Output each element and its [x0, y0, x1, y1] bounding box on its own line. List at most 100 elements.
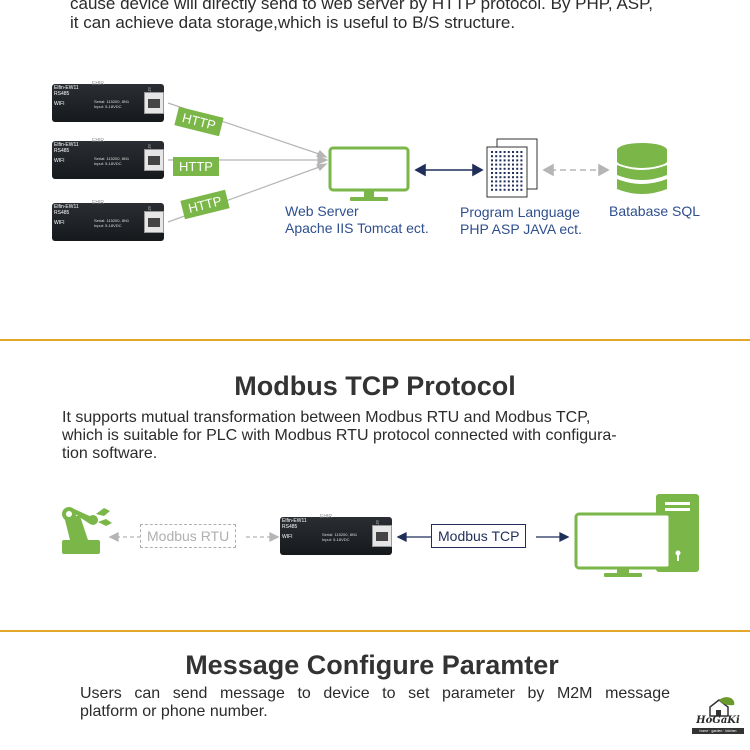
document-dot — [512, 172, 514, 174]
modbus-device: EHIR Elfin-EW11 RS485 WIFI Serial: 11520… — [280, 514, 392, 555]
document-dot — [507, 184, 510, 187]
robot-arm-icon — [62, 507, 112, 554]
modbus-title: Modbus TCP Protocol — [234, 371, 516, 401]
http-diagram — [167, 102, 668, 223]
document-icon — [486, 138, 538, 198]
document-dot — [499, 151, 502, 153]
document-dot — [516, 180, 519, 183]
document-dot — [520, 176, 523, 179]
section-divider-1 — [0, 339, 750, 341]
document-dot — [520, 180, 523, 183]
document-dot — [491, 163, 493, 166]
document-dot — [512, 159, 514, 162]
house-leaf-icon — [709, 697, 735, 717]
document-dot — [495, 188, 498, 191]
document-dot — [512, 180, 514, 183]
document-dot — [507, 172, 510, 174]
device-wifi-text: WIFI — [282, 534, 293, 540]
document-dot — [495, 172, 498, 174]
document-dot — [499, 188, 502, 191]
device-brand: EHIR — [92, 81, 104, 87]
document-dot — [495, 163, 498, 166]
document-dot — [503, 172, 506, 174]
ethernet-port-icon — [144, 92, 164, 114]
document-dot — [491, 180, 493, 183]
document-dot — [495, 176, 498, 179]
document-dot — [503, 184, 506, 187]
ethernet-port-icon — [144, 149, 164, 171]
server-program-arrow — [414, 163, 484, 177]
message-line-2: platform or phone number. — [80, 703, 268, 720]
http-arrow-1-head — [316, 150, 328, 158]
rtu-arrows — [108, 531, 280, 543]
document-dot — [499, 180, 502, 183]
device-wifi-text: WIFI — [54, 101, 65, 107]
modbus-line-3: tion software. — [62, 445, 158, 462]
document-dot — [491, 172, 493, 174]
device-brand: EHIR — [92, 200, 104, 206]
document-dot — [499, 167, 502, 170]
document-dot — [491, 184, 493, 187]
message-line-1: Users can send message to device to set … — [80, 685, 670, 702]
document-dot — [503, 176, 506, 179]
logo-brand: HoGaKi — [696, 715, 740, 726]
document-dot — [499, 172, 502, 174]
web-server-line-1: Web Server — [285, 203, 359, 219]
document-dot — [491, 167, 493, 170]
document-dot — [499, 163, 502, 166]
document-dot — [507, 167, 510, 170]
document-dot — [491, 151, 493, 153]
http-arrow-2-head — [317, 155, 329, 165]
device-model-text: Elfin-EW11 — [282, 518, 307, 524]
document-dot — [507, 155, 510, 158]
tcp-arrows — [396, 531, 570, 543]
document-dot — [516, 167, 519, 170]
document-dot — [491, 188, 493, 191]
modbus-diagram — [62, 494, 699, 577]
document-dot — [503, 180, 506, 183]
device-sub-text: RS485 — [282, 524, 298, 530]
document-dot — [512, 155, 514, 158]
device-specs: Serial: 115200, 8N1 Input: 5-18VDC — [94, 99, 130, 109]
document-dot — [495, 155, 498, 158]
document-dot — [520, 151, 523, 153]
device-specs: Serial: 115200, 8N1 Input: 5-18VDC — [94, 156, 130, 166]
device-brand: EHIR — [92, 138, 104, 144]
device-specs: Serial: 115200, 8N1 Input: 5-18VDC — [322, 532, 358, 542]
document-dot — [503, 167, 506, 170]
document-dot — [520, 188, 523, 191]
document-dot — [520, 155, 523, 158]
ethernet-port-icon — [372, 525, 392, 547]
document-dot — [516, 172, 519, 174]
document-dot — [516, 184, 519, 187]
intro-line-1: cause device will directly send to web s… — [70, 0, 653, 13]
logo-sub: home · garden · kitchen — [692, 728, 744, 734]
device-specs: Serial: 115200, 8N1 Input: 5-18VDC — [94, 218, 130, 228]
computer-icon — [574, 494, 699, 577]
document-dot — [512, 151, 514, 153]
document-dot — [503, 151, 506, 153]
document-dot — [516, 151, 519, 153]
device-wifi-text: WIFI — [54, 220, 65, 226]
document-dot — [503, 163, 506, 166]
ethernet-port-icon — [144, 211, 164, 233]
document-dot — [520, 167, 523, 170]
document-dot — [495, 159, 498, 162]
document-dot — [495, 151, 498, 153]
document-dot — [512, 167, 514, 170]
document-dot — [512, 184, 514, 187]
document-dot — [495, 180, 498, 183]
device-sub-text: RS485 — [54, 148, 70, 154]
device-wifi-text: WIFI — [54, 158, 65, 164]
document-dot — [499, 155, 502, 158]
document-dot — [503, 188, 506, 191]
document-dot — [495, 184, 498, 187]
program-label: Program Language PHP ASP JAVA ect. — [460, 204, 582, 238]
document-dot — [507, 159, 510, 162]
monitor-icon — [328, 146, 410, 201]
